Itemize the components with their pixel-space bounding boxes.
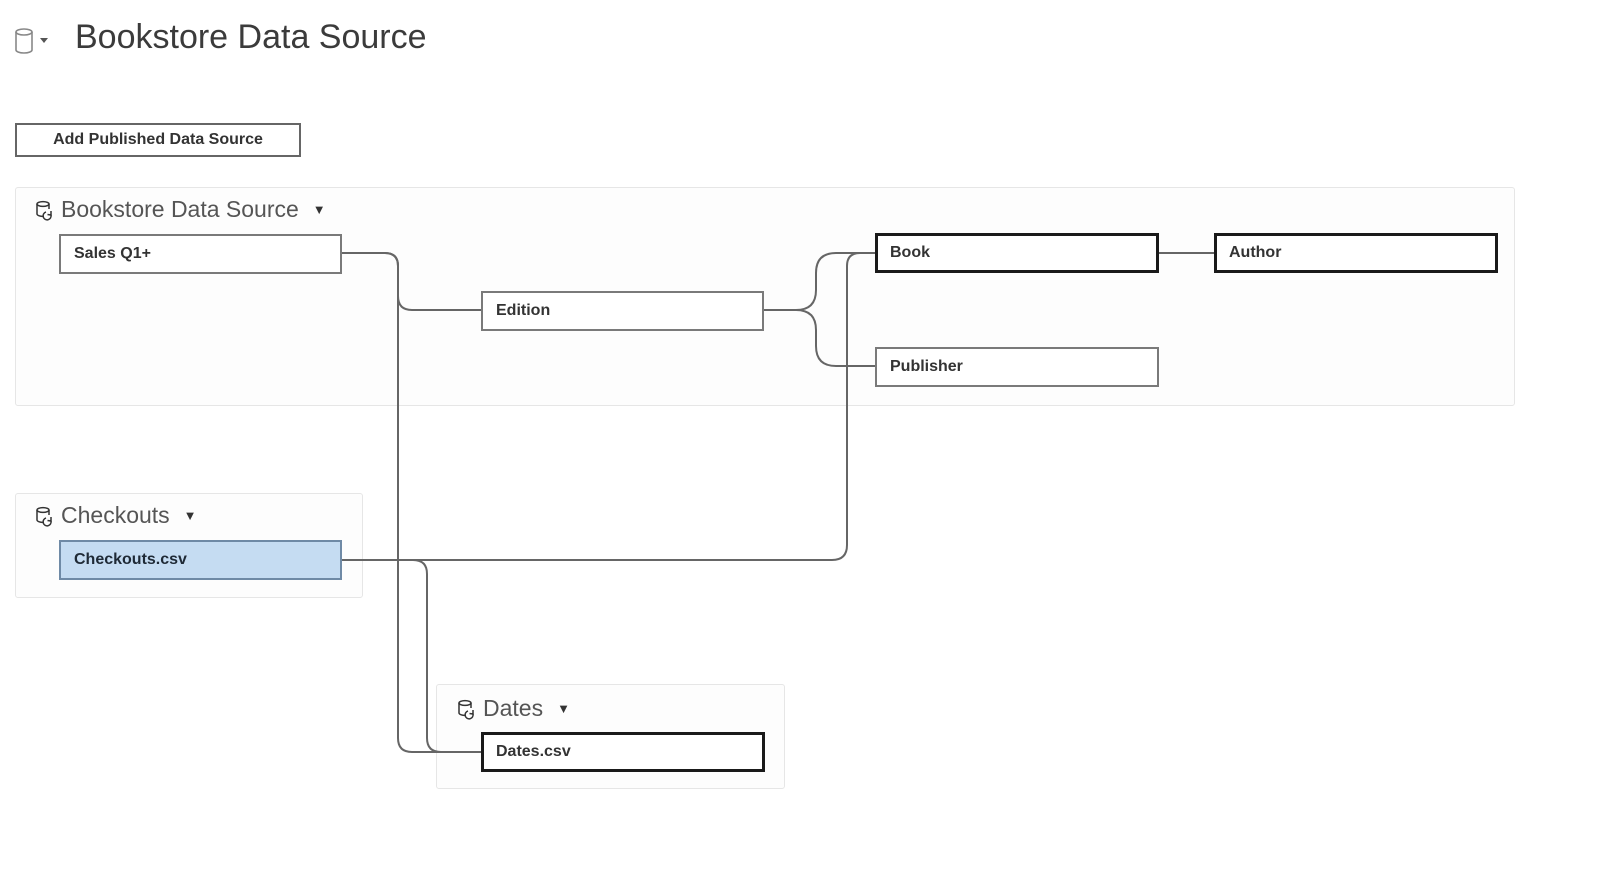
table-dates-csv[interactable]: Dates.csv	[481, 732, 765, 772]
group-header-bookstore[interactable]: Bookstore Data Source ▼	[35, 196, 326, 223]
table-edition[interactable]: Edition	[481, 291, 764, 331]
add-published-data-source-button[interactable]: Add Published Data Source	[15, 123, 301, 157]
chevron-down-icon[interactable]: ▼	[183, 508, 197, 523]
group-label: Bookstore Data Source	[61, 196, 299, 222]
page-title: Bookstore Data Source	[75, 18, 427, 56]
group-header-dates[interactable]: Dates ▼	[457, 695, 570, 722]
table-author[interactable]: Author	[1214, 233, 1498, 273]
database-menu[interactable]	[14, 26, 54, 56]
chevron-down-icon[interactable]: ▼	[557, 701, 570, 716]
group-label: Dates	[483, 695, 544, 721]
table-publisher[interactable]: Publisher	[875, 347, 1159, 387]
data-source-refresh-icon	[36, 200, 52, 221]
chevron-down-icon[interactable]: ▼	[312, 202, 326, 217]
table-sales-q1[interactable]: Sales Q1+	[59, 234, 342, 274]
group-label: Checkouts	[61, 502, 170, 528]
table-checkouts-csv[interactable]: Checkouts.csv	[59, 540, 342, 580]
chevron-down-icon	[40, 38, 48, 43]
data-source-refresh-icon	[458, 699, 474, 720]
database-icon	[15, 28, 48, 54]
data-source-refresh-icon	[36, 506, 52, 527]
group-header-checkouts[interactable]: Checkouts ▼	[35, 502, 197, 529]
table-book[interactable]: Book	[875, 233, 1159, 273]
